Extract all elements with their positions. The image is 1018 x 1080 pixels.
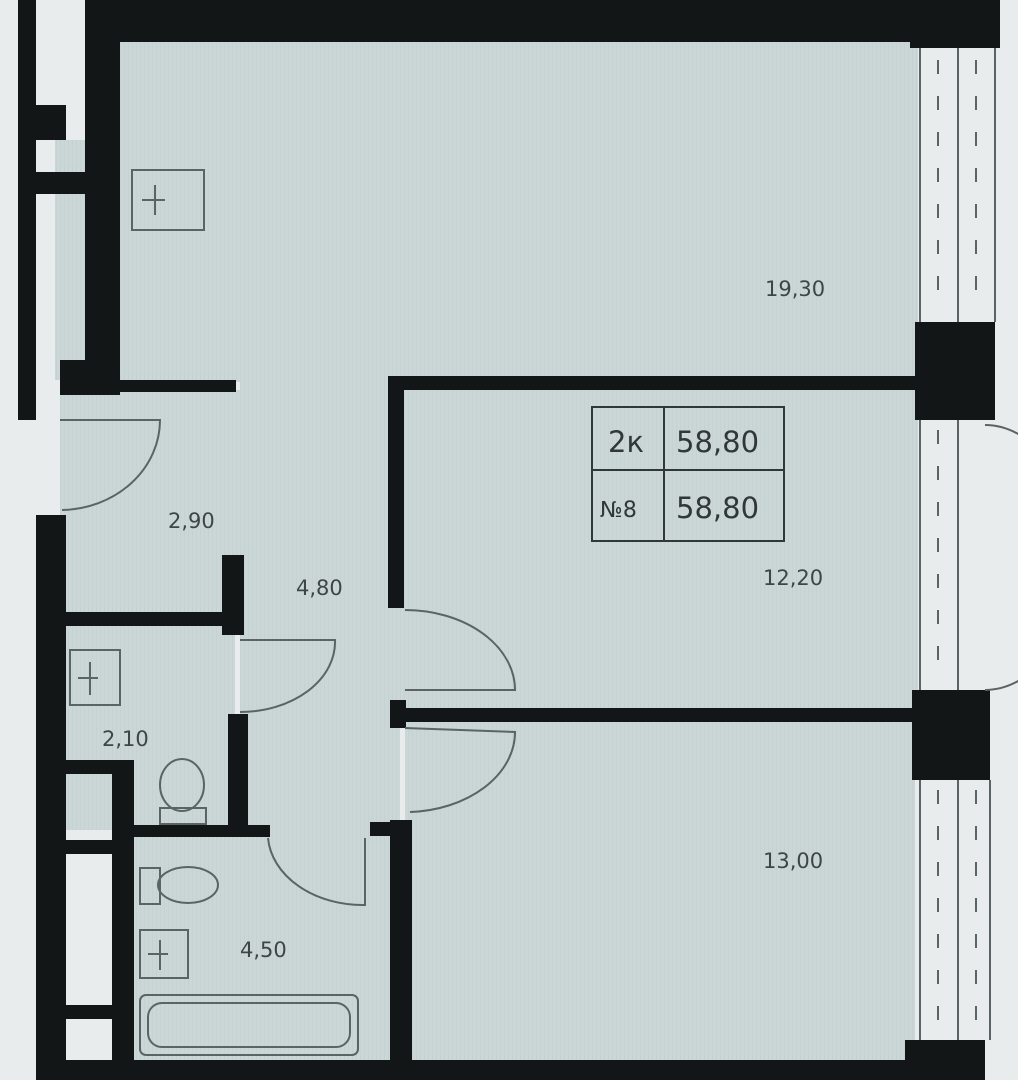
- wc-door-arc: [239, 639, 337, 713]
- closet-sink-icon: [131, 169, 205, 231]
- living-area-value: 58,80: [676, 491, 759, 525]
- bedroom-door-arc: [404, 727, 517, 813]
- bath-toilet-icon: [157, 866, 219, 904]
- wc-area: 2,10: [102, 727, 149, 751]
- floor-large-room: [118, 22, 918, 382]
- windows: [919, 48, 1018, 1040]
- unit-number: №8: [600, 498, 637, 523]
- toilet-icon: [159, 758, 205, 812]
- fixtures: [69, 169, 359, 1056]
- floor-entry: [60, 390, 240, 620]
- floor-areas: [55, 22, 918, 1063]
- hall-area: 4,80: [296, 576, 343, 600]
- entry-area: 2,90: [168, 509, 215, 533]
- bottom-room-area: 13,00: [763, 849, 823, 873]
- bath-door-arc: [267, 837, 366, 907]
- room-labels: 19,30 12,20 13,00 2,90 4,80 2,10 4,50: [102, 277, 825, 962]
- hall-door-arc: [404, 609, 517, 691]
- bathroom-area: 4,50: [240, 938, 287, 962]
- rooms-count: 2к: [608, 425, 644, 459]
- wc-sink-icon: [69, 649, 121, 706]
- walls: [18, 0, 1000, 1080]
- bath-sink-icon: [139, 929, 189, 979]
- doors: [60, 419, 517, 907]
- floor-bottom-room: [405, 718, 915, 1063]
- middle-room-area: 12,20: [763, 566, 823, 590]
- floor-middle-room: [400, 380, 918, 715]
- entry-door-arc: [60, 419, 162, 511]
- floor-wc: [65, 625, 235, 830]
- total-area-value: 58,80: [676, 425, 759, 459]
- bathtub-icon: [139, 994, 359, 1056]
- info-box: 2к 58,80 №8 58,80: [591, 406, 785, 542]
- large-room-area: 19,30: [765, 277, 825, 301]
